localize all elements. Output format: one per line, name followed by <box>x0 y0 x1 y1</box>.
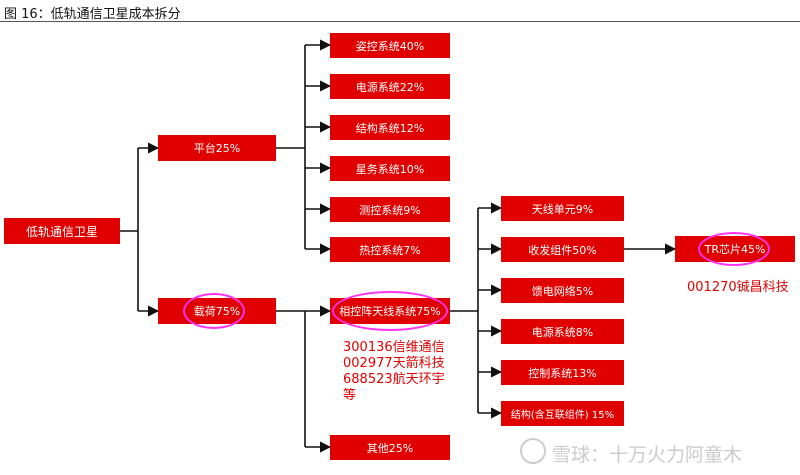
node-power-array: 电源系统8% <box>501 319 624 344</box>
node-control: 控制系统13% <box>501 360 624 385</box>
highlight-ring-phased-array <box>332 291 448 331</box>
node-housekeeping: 星务系统10% <box>330 156 450 181</box>
node-others: 其他25% <box>330 435 450 460</box>
node-structure-array: 结构(含互联组件) 15% <box>501 401 624 426</box>
node-thermal: 热控系统7% <box>330 237 450 262</box>
node-root: 低轨通信卫星 <box>4 218 120 244</box>
node-structure: 结构系统12% <box>330 115 450 140</box>
watermark: 雪球：十万火力阿童木 <box>552 444 743 466</box>
note-company-line: 等 <box>343 388 357 403</box>
node-platform: 平台25% <box>158 135 276 161</box>
highlight-ring-payload <box>183 293 245 329</box>
node-feed-network: 馈电网络5% <box>501 278 624 303</box>
node-transceiver: 收发组件50% <box>501 237 624 262</box>
title-divider <box>0 21 800 22</box>
node-attitude: 姿控系统40% <box>330 33 450 58</box>
figure-title: 图 16：低轨通信卫星成本拆分 <box>4 7 181 22</box>
node-antenna-unit: 天线单元9% <box>501 196 624 221</box>
node-ttc: 测控系统9% <box>330 197 450 222</box>
node-power-platform: 电源系统22% <box>330 74 450 99</box>
snowball-logo-icon <box>520 438 546 464</box>
note-company-line: 002977天箭科技 <box>343 356 445 371</box>
note-chip-company: 001270铖昌科技 <box>687 280 789 295</box>
note-company-line: 688523航天环宇 <box>343 372 445 387</box>
highlight-ring-tr-chip <box>698 232 770 266</box>
note-company-line: 300136信维通信 <box>343 340 445 355</box>
note-array-companies: 300136信维通信 002977天箭科技 688523航天环宇 等 <box>343 340 445 404</box>
